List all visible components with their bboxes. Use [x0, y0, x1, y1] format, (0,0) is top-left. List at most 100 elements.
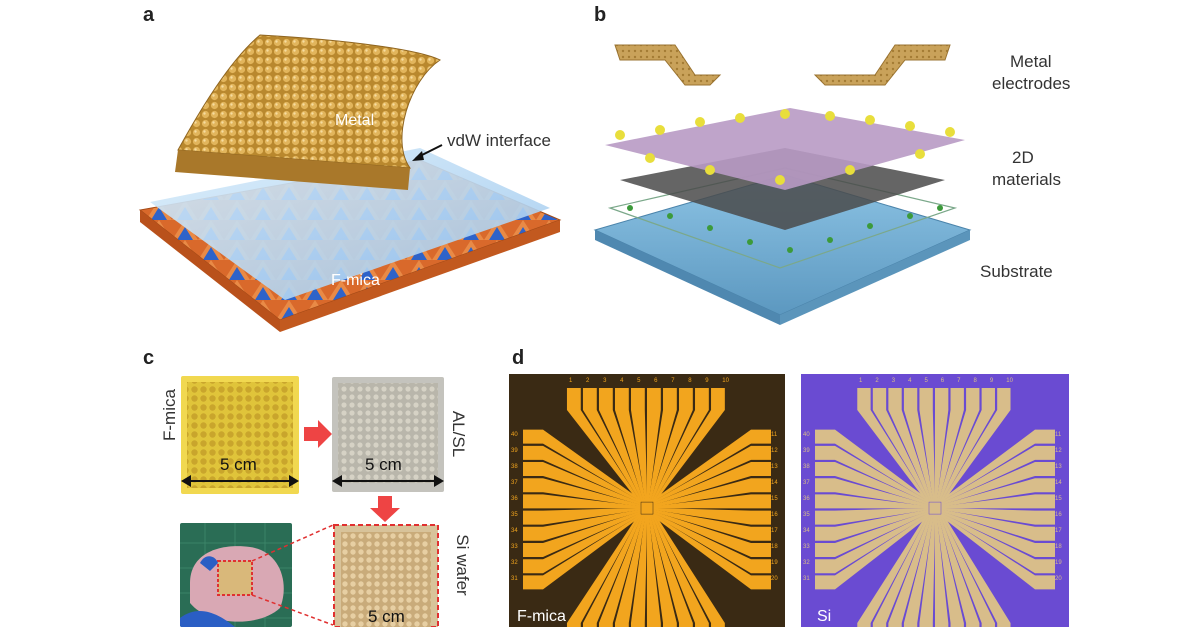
right-pad-numbers-left: 11 12 13 14 15 16 17 18 19 20: [771, 432, 778, 582]
interface-layer: [150, 148, 550, 300]
electrode-bottom: [938, 514, 980, 627]
electrode-bottom: [650, 514, 693, 627]
electrode-right: [653, 509, 771, 541]
size-label-3: 5 cm: [368, 607, 405, 626]
electrode-bottom: [903, 514, 934, 627]
pad-number: 8: [688, 378, 692, 384]
device-image-f-mica: 1 2 3 4 5 6 7 8 9 10 40 39 38 37 36 35 3…: [509, 374, 785, 627]
electrode-left: [523, 512, 641, 574]
pad-number: 8: [973, 378, 977, 384]
electrode-top: [651, 388, 709, 503]
pad-number: 13: [771, 464, 778, 470]
pad-number: 36: [803, 496, 810, 502]
vdw-interface-label: vdW interface: [447, 131, 551, 150]
panel-b-illustration: [593, 44, 972, 325]
pad-number: 9: [705, 378, 709, 384]
pad-number: 9: [989, 378, 994, 384]
pad-number: 33: [511, 544, 518, 550]
pad-number: 5: [637, 378, 641, 384]
f-mica-label-d: F-mica: [517, 608, 566, 625]
pad-number: 6: [940, 378, 945, 384]
pad-number: 3: [603, 378, 607, 384]
electrode-top: [888, 388, 932, 503]
electrode-right: [941, 509, 1055, 541]
pad-number: 20: [771, 576, 778, 582]
electrode-right: [941, 429, 1055, 502]
2d-materials-label-line1: 2D: [1012, 148, 1034, 167]
electrode-top: [582, 388, 643, 503]
electrode-bottom: [934, 514, 949, 627]
pad-number: 33: [803, 544, 810, 550]
electrode-right: [653, 429, 771, 502]
pad-number: 10: [722, 378, 729, 384]
electrode-left: [523, 509, 641, 541]
electrode-left: [815, 509, 929, 541]
pad-number: 17: [771, 528, 778, 534]
panel-d-letter: d: [512, 347, 525, 369]
pad-number: 1: [859, 378, 863, 384]
al-sl-label: AL/SL: [449, 410, 468, 458]
electrode-top: [648, 388, 677, 503]
f-mica-wafer-photo: [181, 376, 299, 494]
electrode-right: [653, 511, 771, 557]
pad-number: 15: [1055, 496, 1062, 502]
electrode-top: [934, 388, 949, 503]
pad-number: 36: [511, 496, 518, 502]
size-arrow-1: [181, 475, 299, 487]
panel-b-letter: b: [594, 4, 607, 26]
panel-c-letter: c: [143, 347, 155, 369]
electrode-left: [523, 494, 641, 509]
pad-number: 32: [511, 560, 518, 566]
electrode-left: [614, 44, 722, 86]
hand-holding-wafer-photo: [180, 523, 292, 627]
electrode-left: [815, 511, 929, 557]
top-pad-numbers-left: 1 2 3 4 5 6 7 8 9 10: [569, 378, 729, 384]
si-wafer-zoom-photo: [333, 524, 439, 627]
electrode-right: [653, 514, 771, 590]
pad-number: 40: [511, 432, 518, 438]
electrode-left: [815, 478, 929, 507]
f-mica-label-c: F-mica: [160, 389, 179, 441]
electrode-right: [941, 507, 1055, 525]
pad-number: 40: [803, 432, 810, 438]
electrode-right: [653, 462, 771, 506]
electrode-right: [653, 507, 771, 525]
pad-number: 34: [511, 528, 518, 534]
size-label-2: 5 cm: [365, 455, 402, 474]
electrode-right: [941, 445, 1055, 504]
electrode-top: [919, 388, 936, 503]
electrode-left: [523, 511, 641, 557]
pad-number: 20: [1055, 576, 1062, 582]
pad-number: 3: [891, 378, 896, 384]
electrode-bottom: [872, 514, 931, 627]
electrode-top: [630, 388, 648, 503]
pad-number: 4: [908, 378, 912, 384]
f-mica-label-a: F-mica: [331, 272, 380, 289]
electrode-right: [653, 478, 771, 507]
lattice-layer-3: [605, 108, 965, 190]
electrode-top: [650, 388, 693, 503]
size-arrow-2: [332, 475, 444, 487]
panel-a-illustration: [138, 34, 562, 332]
pad-number: 14: [1055, 480, 1062, 486]
electrode-left: [523, 478, 641, 507]
electrode-bottom: [630, 514, 648, 627]
electrode-bottom: [648, 514, 677, 627]
si-wafer-label: Si wafer: [453, 534, 472, 596]
electrode-left: [523, 445, 641, 504]
electrode-top: [938, 388, 980, 503]
electrode-right: [941, 494, 1055, 509]
metal-electrodes-label-line2: electrodes: [992, 74, 1071, 93]
pad-number: 7: [957, 378, 961, 384]
electrode-left: [815, 445, 929, 504]
electrode-right: [941, 511, 1055, 557]
pad-number: 10: [1006, 378, 1013, 384]
pad-number: 11: [1055, 432, 1062, 438]
pad-number: 19: [1055, 560, 1062, 566]
electrode-bottom: [646, 514, 661, 627]
electrode-right: [941, 514, 1055, 590]
electrode-left: [523, 514, 641, 590]
device-center: [928, 501, 942, 515]
si-label-d: Si: [817, 608, 832, 625]
pad-number: 39: [511, 448, 518, 454]
